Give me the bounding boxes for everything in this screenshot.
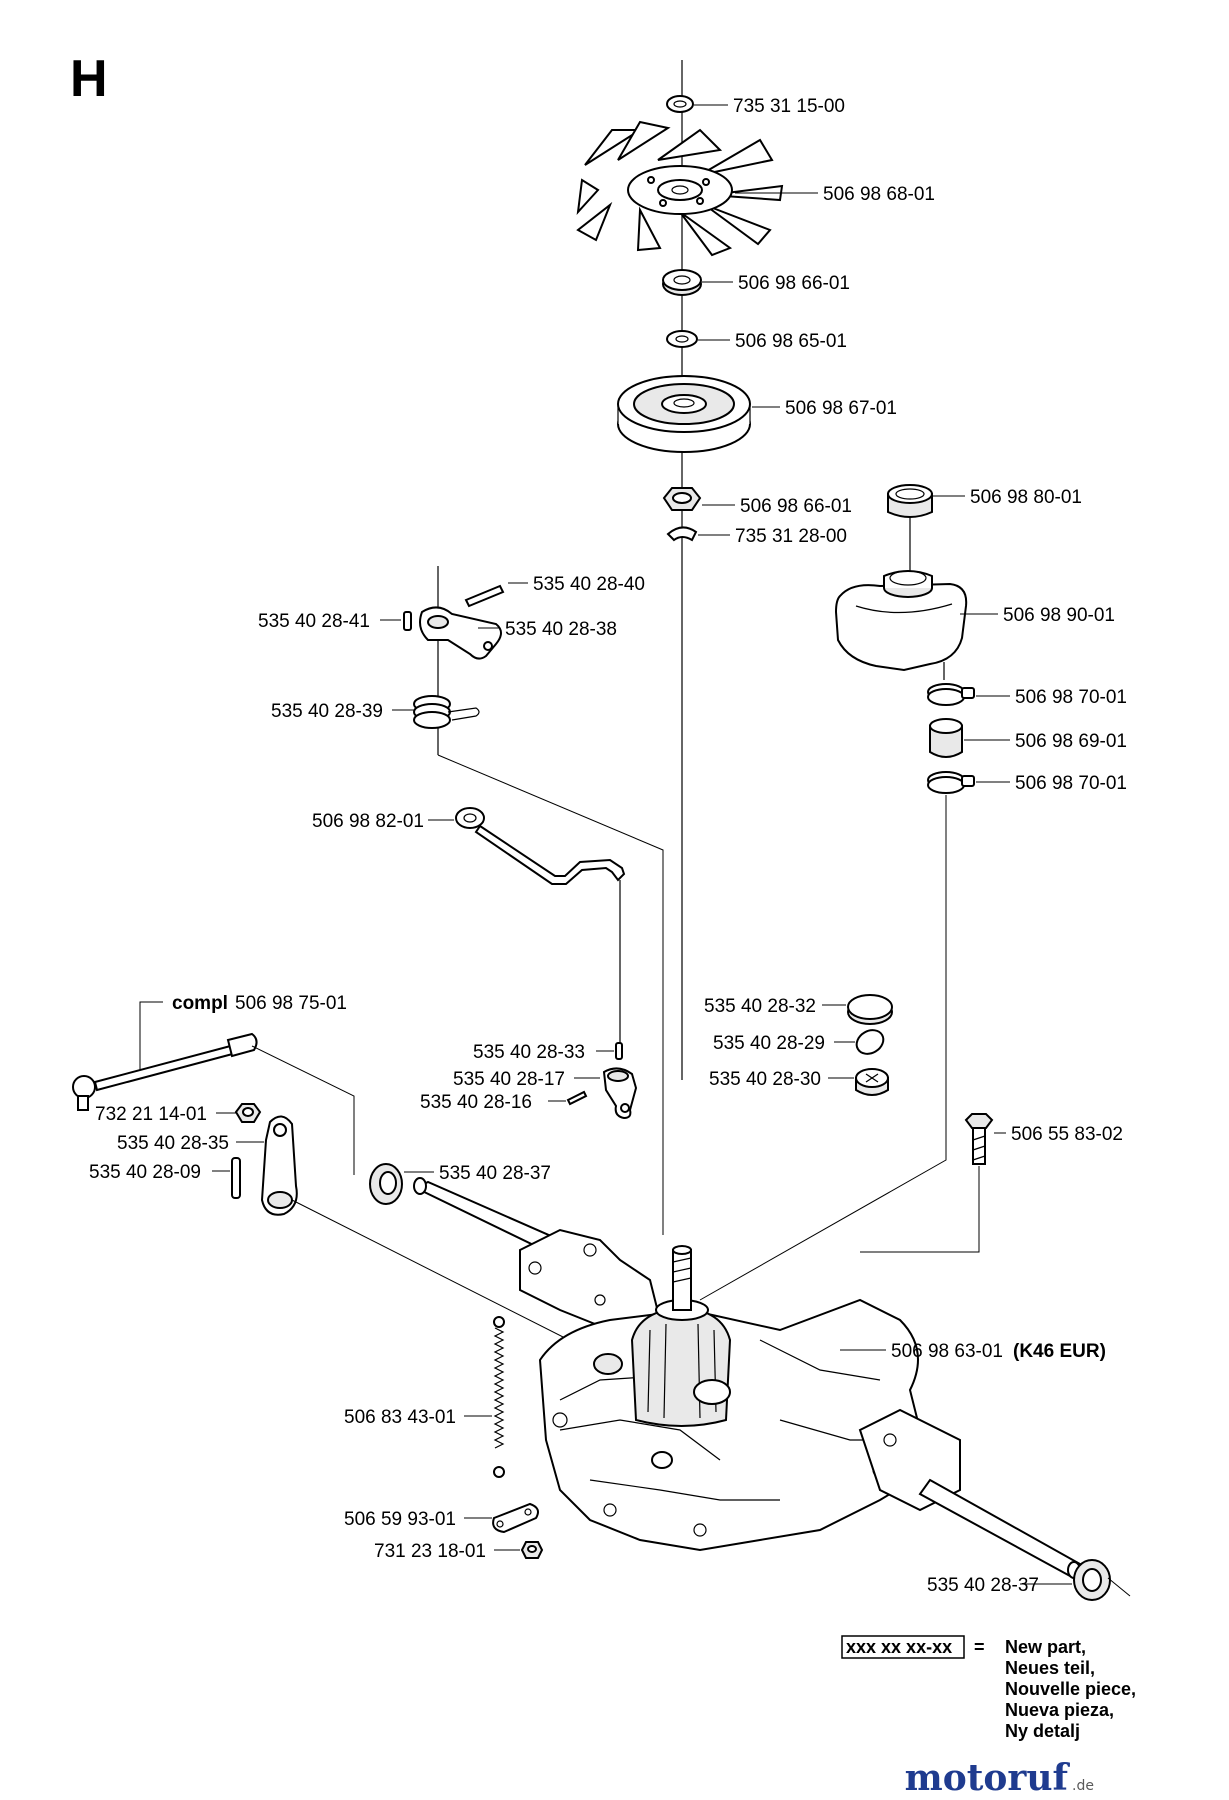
axle-right-axis-line	[1107, 1577, 1131, 1597]
control-rod-part	[72, 1032, 258, 1111]
label-transaxle[interactable]: 506 98 63-01	[891, 1341, 1003, 1362]
control-rod-link-line	[251, 1045, 355, 1175]
o-ring-part	[855, 1029, 885, 1055]
legend-line-4: Nueva pieza,	[1005, 1700, 1114, 1720]
bypass-link-line	[437, 754, 664, 1235]
control-arm-part	[260, 1115, 298, 1216]
label-washer-top[interactable]: 506 98 65-01	[735, 331, 847, 352]
pin-small-part	[403, 611, 412, 631]
label-fan-nut[interactable]: 735 31 15-00	[733, 96, 845, 117]
hose-clamp-upper-part	[927, 683, 975, 706]
transaxle-part	[413, 1177, 1082, 1579]
legend-line-2: Neues teil,	[1005, 1658, 1095, 1678]
label-retainer-clip[interactable]: 735 31 28-00	[735, 526, 847, 547]
label-spring-long[interactable]: 506 83 43-01	[344, 1407, 456, 1428]
label-hose-clamp-lower[interactable]: 506 98 70-01	[1015, 773, 1127, 794]
legend-code-box	[841, 1635, 965, 1659]
nut-732-part	[234, 1103, 262, 1123]
label-axle-seal-left[interactable]: 535 40 28-37	[439, 1163, 551, 1184]
retainer-clip-part	[666, 526, 698, 542]
label-nut-731[interactable]: 731 23 18-01	[374, 1541, 486, 1562]
fan-part	[576, 120, 784, 257]
label-pin-upper[interactable]: 535 40 28-40	[533, 574, 645, 595]
pin-33-part	[615, 1042, 623, 1060]
label-plug[interactable]: 535 40 28-30	[709, 1069, 821, 1090]
watermark-logo: motoruf .de	[905, 1757, 1094, 1799]
label-bolt[interactable]: 506 55 83-02	[1011, 1124, 1123, 1145]
label-bypass-arm[interactable]: 535 40 28-38	[505, 619, 617, 640]
label-control-rod[interactable]: 506 98 75-01	[235, 993, 347, 1014]
label-axle-seal-right[interactable]: 535 40 28-37	[927, 1575, 1039, 1596]
label-hose-clamp-upper[interactable]: 506 98 70-01	[1015, 687, 1127, 708]
spring-long-part	[493, 1316, 505, 1478]
label-o-ring[interactable]: 535 40 28-29	[713, 1033, 825, 1054]
leader-control-rod	[139, 1001, 163, 1075]
bolt-link-line	[860, 1166, 980, 1253]
hose-part	[929, 718, 963, 758]
label-arm-17[interactable]: 535 40 28-17	[453, 1069, 565, 1090]
label-pin-33[interactable]: 535 40 28-33	[473, 1042, 585, 1063]
pin-16-part	[566, 1090, 588, 1106]
label-torsion-spring[interactable]: 535 40 28-39	[271, 701, 383, 722]
watermark-name: motoruf	[905, 1757, 1071, 1799]
label-pin-16[interactable]: 535 40 28-16	[420, 1092, 532, 1113]
arm-17-part	[602, 1067, 638, 1120]
label-pulley[interactable]: 506 98 67-01	[785, 398, 897, 419]
washer-top-part	[666, 330, 698, 348]
sheet-letter: H	[70, 50, 108, 108]
plug-part	[855, 1068, 889, 1096]
label-reservoir[interactable]: 506 98 90-01	[1003, 605, 1115, 626]
label-reservoir-cap[interactable]: 506 98 80-01	[970, 487, 1082, 508]
reservoir-part	[834, 570, 968, 672]
hose-link-line	[699, 795, 947, 1301]
hose-clamp-lower-part	[927, 771, 975, 794]
spacer-top-part	[662, 269, 702, 296]
bracket-part	[492, 1502, 539, 1534]
label-bracket[interactable]: 506 59 93-01	[344, 1509, 456, 1530]
bolt-part	[964, 1113, 994, 1165]
legend-line-5: Ny detalj	[1005, 1721, 1080, 1741]
label-spacer-nut[interactable]: 506 98 66-01	[740, 496, 852, 517]
label-hose[interactable]: 506 98 69-01	[1015, 731, 1127, 752]
nut-731-part	[520, 1541, 544, 1559]
pin-upper-part	[464, 584, 505, 608]
bypass-rod-part	[455, 807, 626, 885]
legend-line-1: New part,	[1005, 1637, 1086, 1657]
spacer-nut-part	[662, 487, 702, 511]
torsion-spring-part	[413, 695, 480, 729]
legend-code: xxx xx xx-xx	[846, 1637, 952, 1657]
watermark-suffix: .de	[1072, 1778, 1094, 1794]
label-control-rod-prefix[interactable]: compl	[172, 993, 228, 1014]
reservoir-cap-part	[887, 484, 933, 518]
label-pin-small[interactable]: 535 40 28-41	[258, 611, 370, 632]
fan-nut-part	[666, 95, 694, 113]
label-transaxle-note[interactable]: (K46 EUR)	[1013, 1341, 1106, 1362]
legend-equals: =	[974, 1637, 985, 1657]
label-control-arm[interactable]: 535 40 28-35	[117, 1133, 229, 1154]
label-pin-09[interactable]: 535 40 28-09	[89, 1162, 201, 1183]
axle-seal-right-part	[1073, 1559, 1111, 1601]
seal-cap-part	[847, 994, 893, 1025]
axle-seal-left-part	[369, 1163, 403, 1205]
legend-line-3: Nouvelle piece,	[1005, 1679, 1136, 1699]
label-bypass-rod[interactable]: 506 98 82-01	[312, 811, 424, 832]
bypass-arm-part	[419, 606, 502, 660]
label-seal-cap[interactable]: 535 40 28-32	[704, 996, 816, 1017]
pin-09-part	[231, 1157, 241, 1199]
label-fan[interactable]: 506 98 68-01	[823, 184, 935, 205]
label-nut-732[interactable]: 732 21 14-01	[95, 1104, 207, 1125]
label-spacer-top[interactable]: 506 98 66-01	[738, 273, 850, 294]
pulley-part	[617, 375, 751, 453]
